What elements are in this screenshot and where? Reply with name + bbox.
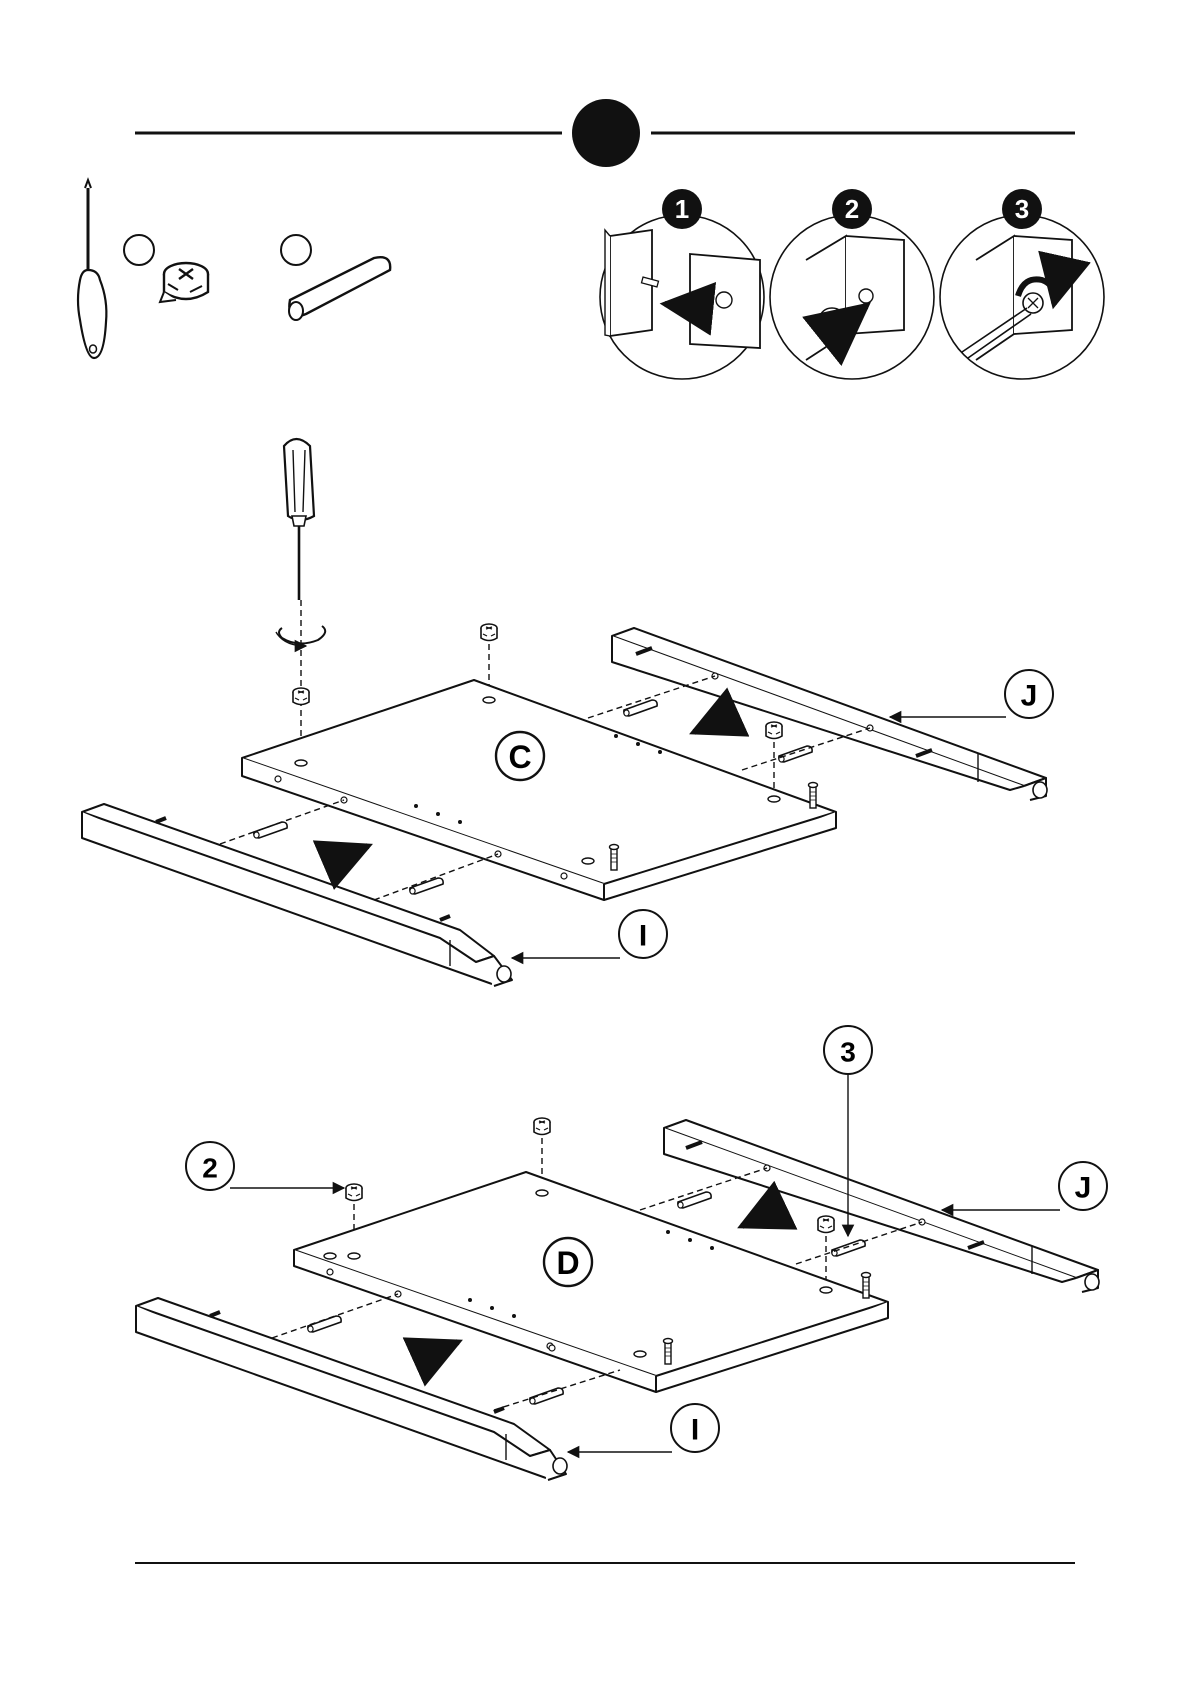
cam-lock-icon bbox=[818, 1216, 834, 1233]
page-header bbox=[135, 99, 1075, 167]
detail-step-3: 3 bbox=[940, 189, 1104, 379]
rail-label: I bbox=[691, 1414, 699, 1447]
wooden-dowel-icon bbox=[678, 1192, 711, 1208]
detail-step-number: 2 bbox=[845, 194, 859, 224]
direction-arrow-icon bbox=[326, 846, 368, 864]
part-cam-lock bbox=[124, 235, 208, 302]
direction-arrow-icon bbox=[694, 714, 734, 732]
detail-step-2: 2 bbox=[770, 189, 934, 379]
bolt-icon bbox=[664, 1339, 673, 1365]
wooden-dowel-icon bbox=[832, 1240, 865, 1256]
panel-d: D bbox=[294, 1172, 888, 1392]
rail-label: I bbox=[639, 920, 647, 953]
step-number-badge bbox=[572, 99, 640, 167]
wooden-dowel-icon bbox=[779, 746, 812, 762]
wooden-dowel-icon bbox=[410, 878, 443, 894]
parts-list bbox=[78, 180, 390, 358]
callout-label: 3 bbox=[840, 1037, 856, 1068]
part-number-circle bbox=[124, 235, 154, 265]
rail-label: J bbox=[1075, 1172, 1092, 1205]
cam-lock-icon bbox=[160, 263, 208, 302]
bolt-icon bbox=[610, 845, 619, 871]
assembly-top: C bbox=[82, 439, 1053, 986]
detail-steps: 1 2 3 bbox=[600, 189, 1104, 379]
wooden-dowel-icon bbox=[624, 700, 657, 716]
wooden-dowel-icon bbox=[530, 1388, 563, 1404]
detail-step-number: 3 bbox=[1015, 194, 1029, 224]
panel-c: C bbox=[242, 680, 836, 900]
callout-label: 2 bbox=[202, 1153, 218, 1184]
panel-label: D bbox=[556, 1245, 579, 1281]
screwdriver-tool-icon bbox=[276, 439, 325, 756]
rail-label: J bbox=[1021, 680, 1038, 713]
cam-lock-icon bbox=[346, 1184, 362, 1201]
direction-arrow-icon bbox=[418, 1342, 458, 1360]
cam-lock-icon bbox=[766, 722, 782, 739]
assembly-bottom: D bbox=[136, 1026, 1107, 1480]
cam-lock-icon bbox=[534, 1118, 550, 1135]
panel-label: C bbox=[508, 739, 531, 775]
wooden-dowel-icon bbox=[289, 257, 390, 320]
cam-lock-icon bbox=[293, 688, 309, 705]
cam-lock-icon bbox=[481, 624, 497, 641]
bolt-icon bbox=[862, 1273, 871, 1299]
detail-step-number: 1 bbox=[675, 194, 689, 224]
screwdriver-icon bbox=[78, 180, 106, 358]
direction-arrow-icon bbox=[742, 1208, 780, 1226]
bolt-icon bbox=[809, 783, 818, 809]
detail-step-1: 1 bbox=[600, 189, 764, 379]
part-dowel bbox=[281, 235, 390, 320]
part-number-circle bbox=[281, 235, 311, 265]
